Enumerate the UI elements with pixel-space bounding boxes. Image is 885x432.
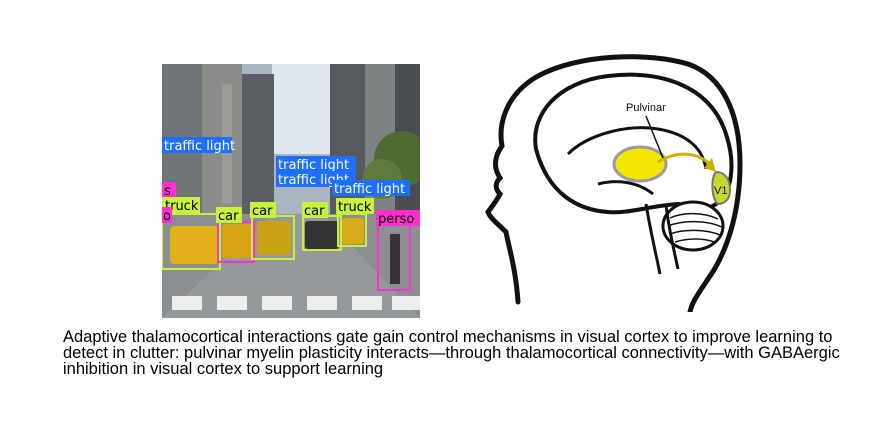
- detection-label: car: [304, 204, 325, 219]
- detection-label: truck: [338, 200, 372, 215]
- brain-outline: [533, 72, 734, 215]
- head-outline: [485, 54, 743, 312]
- detection-label: o: [163, 209, 171, 224]
- detection-label: traffic light: [278, 173, 349, 188]
- brain-diagram: V1 Pulvinar: [485, 54, 743, 312]
- detection-label: car: [218, 209, 239, 224]
- street-scene-image: traffic light traffic light traffic ligh…: [162, 64, 420, 318]
- cerebellum: [661, 200, 725, 252]
- pulvinar-region: [612, 145, 668, 183]
- detection-label: perso: [378, 212, 414, 227]
- detection-label: car: [252, 204, 273, 219]
- detection-label: s: [164, 184, 171, 199]
- detection-label: traffic light: [164, 139, 235, 154]
- detection-label: traffic light: [278, 158, 349, 173]
- v1-label: V1: [714, 185, 727, 197]
- pulvinar-label: Pulvinar: [626, 102, 666, 114]
- figure-caption: Adaptive thalamocortical interactions ga…: [63, 328, 840, 378]
- detection-label: traffic light: [334, 182, 405, 197]
- v1-region: [711, 170, 732, 206]
- detection-label: truck: [165, 199, 199, 214]
